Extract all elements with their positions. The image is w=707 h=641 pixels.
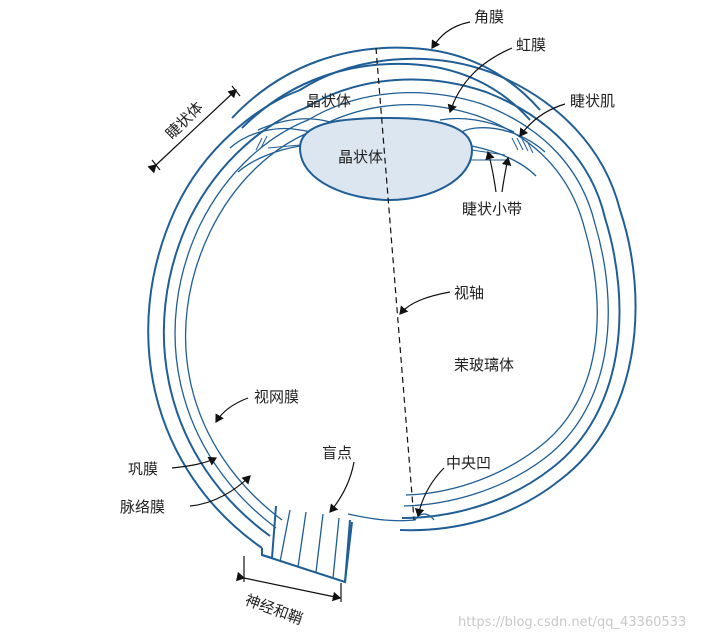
label-vitreous: 茉玻璃体 (454, 356, 514, 374)
visual-axis-leader (400, 292, 450, 314)
label-lens-upper: 晶状体 (306, 92, 351, 110)
label-choroid: 脉络膜 (120, 498, 165, 516)
leader-lines (172, 22, 565, 516)
cornea-outer (232, 48, 540, 118)
choroid-leader (190, 476, 250, 506)
retina-leader (216, 398, 248, 422)
label-fovea: 中央凹 (446, 454, 491, 472)
cornea-leader (432, 22, 470, 48)
label-zonule: 睫状小带 (462, 200, 522, 218)
label-iris: 虹膜 (516, 36, 546, 54)
watermark: https://blog.csdn.net/qq_43360533 (458, 615, 686, 630)
iris-leader (450, 48, 512, 112)
fovea-leader (418, 468, 444, 516)
zonule-leader-1 (488, 152, 496, 192)
blind-spot-leader (330, 462, 354, 512)
label-optic-sheath: 神经和鞘 (243, 591, 306, 628)
sclera-leader (172, 458, 216, 468)
optic-nerve (262, 506, 352, 582)
zonule-leader-2 (502, 158, 508, 192)
label-ciliary-muscle: 睫状肌 (570, 92, 615, 110)
label-sclera: 巩膜 (128, 460, 158, 478)
label-cornea: 角膜 (474, 8, 504, 26)
label-blind-spot: 盲点 (322, 444, 352, 462)
label-ciliary-body: 睫状体 (162, 98, 207, 143)
lens (300, 118, 472, 200)
label-retina: 视网膜 (254, 388, 299, 406)
labels: 角膜 虹膜 睫状肌 晶状体 晶状体 睫状小带 视轴 茉玻璃体 视网膜 盲点 中央… (120, 8, 686, 630)
label-lens-inner: 晶状体 (338, 148, 383, 166)
label-visual-axis: 视轴 (454, 284, 484, 302)
ciliary-muscle-leader (520, 104, 565, 136)
